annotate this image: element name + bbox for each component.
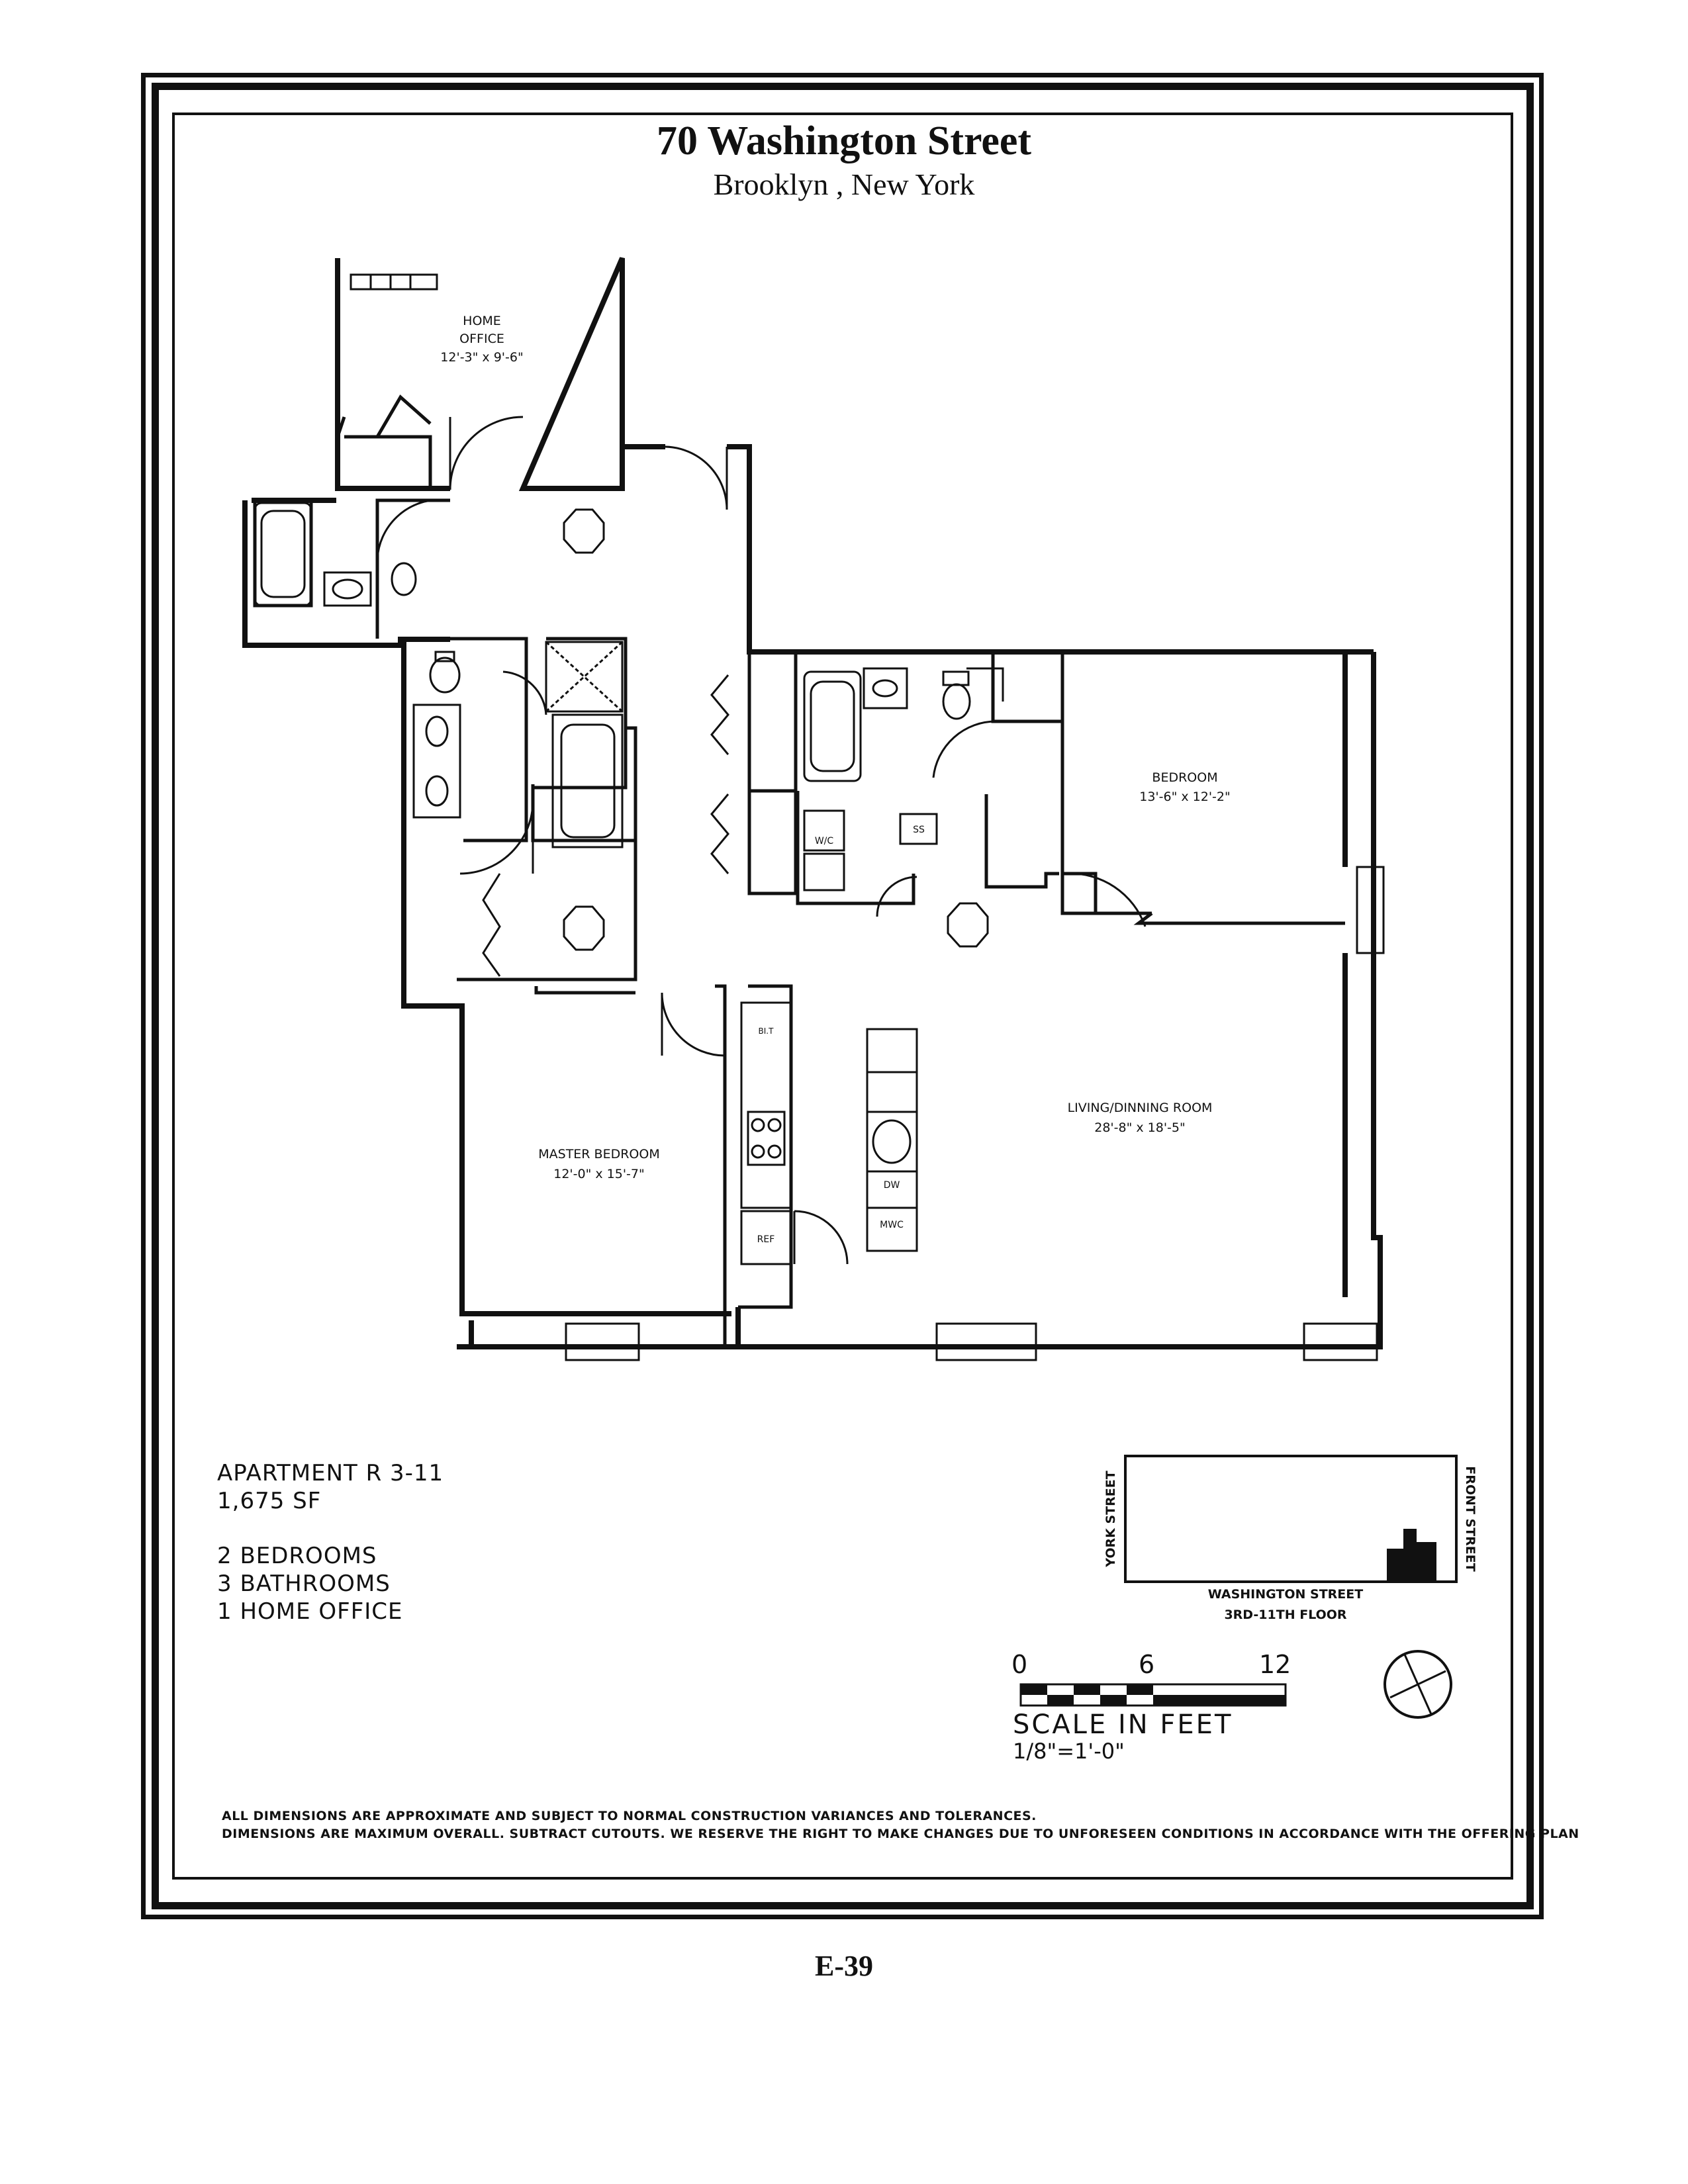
window-bay (935, 1322, 1037, 1361)
column-octagon (563, 508, 605, 554)
master-bedroom-dims: 12'-0" x 15'-7" (553, 1167, 645, 1181)
home-office-label-1: HOME (463, 314, 501, 328)
toilet-office-bath (391, 562, 417, 596)
window-bay (1303, 1322, 1378, 1361)
key-plan-floors-label: 3RD-11TH FLOOR (1224, 1608, 1346, 1622)
vanity-master-bath (412, 704, 461, 819)
inner-border (172, 113, 1513, 1880)
ss-label: SS (913, 825, 925, 835)
living-room-dims: 28'-8" x 18'-5" (1094, 1120, 1186, 1135)
window-bay (565, 1322, 640, 1361)
wc-label: W/C (815, 836, 834, 846)
scale-tick-6: 6 (1139, 1650, 1155, 1679)
bedroom-dims: 13'-6" x 12'-2" (1139, 790, 1231, 804)
kitchen-island (866, 1028, 918, 1252)
outer-border (141, 73, 1544, 1919)
scale-tick-0: 0 (1011, 1650, 1028, 1679)
kitchen-counter (740, 1001, 792, 1209)
north-arrow-icon (1383, 1650, 1452, 1719)
middle-border (152, 83, 1534, 1909)
scale-bar (1019, 1683, 1287, 1707)
dw-label: DW (884, 1180, 900, 1191)
bathtub-office-bath (254, 502, 312, 607)
exterior-walls (242, 257, 1383, 1349)
master-bedroom-label: MASTER BEDROOM (538, 1147, 659, 1161)
apartment-bathrooms: 3 BATHROOMS (217, 1570, 391, 1597)
window-bay (1356, 866, 1385, 954)
apartment-name: APARTMENT R 3-11 (217, 1460, 444, 1486)
bathtub-bedroom-bath (803, 670, 862, 782)
scale-ratio: 1/8"=1'-0" (1013, 1739, 1125, 1764)
door-swings (376, 416, 1147, 1265)
apartment-area: 1,675 SF (217, 1488, 322, 1514)
bathtub-master-bath (551, 713, 624, 848)
shelving (350, 273, 438, 291)
column-octagon (563, 905, 605, 951)
closet-bifold-doors (482, 667, 1004, 977)
toilet-bedroom-bath (942, 683, 971, 720)
interior-walls (253, 394, 1345, 1347)
disclaimer-line-2: DIMENSIONS ARE MAXIMUM OVERALL. SUBTRACT… (222, 1827, 1579, 1841)
page-title: 70 Washington Street (656, 118, 1032, 163)
key-plan-west-label: YORK STREET (1103, 1471, 1118, 1567)
apartment-office: 1 HOME OFFICE (217, 1598, 403, 1625)
bt-label: BI.T (759, 1026, 774, 1036)
washer-dryer (803, 809, 845, 852)
toilet-master-bath (429, 657, 461, 694)
scale-label: SCALE IN FEET (1013, 1709, 1233, 1740)
mwc-label: MWC (880, 1220, 904, 1230)
column-octagon (947, 902, 989, 948)
fixtures (254, 273, 1385, 1361)
shower-master-bath (545, 641, 624, 713)
slop-sink (899, 813, 938, 845)
key-plan: YORK STREET FRONT STREET WASHINGTON STRE… (1103, 1455, 1477, 1622)
key-plan-south-label: WASHINGTON STREET (1208, 1587, 1363, 1602)
page-subtitle: Brooklyn , New York (713, 167, 975, 201)
key-plan-east-label: FRONT STREET (1463, 1466, 1477, 1571)
page-number: E-39 (815, 1950, 873, 1982)
living-room-label: LIVING/DINNING ROOM (1068, 1101, 1213, 1115)
disclaimer-line-1: ALL DIMENSIONS ARE APPROXIMATE AND SUBJE… (222, 1809, 1037, 1823)
bedroom-label: BEDROOM (1152, 770, 1217, 785)
home-office-dims: 12'-3" x 9'-6" (440, 350, 523, 365)
apartment-bedrooms: 2 BEDROOMS (217, 1543, 377, 1569)
sink-office-bath (323, 571, 372, 607)
ref-label: REF (757, 1234, 775, 1245)
home-office-label-2: OFFICE (459, 332, 504, 346)
sink-bedroom-bath (863, 667, 908, 709)
scale-tick-12: 12 (1259, 1650, 1291, 1679)
refrigerator (740, 1210, 792, 1265)
